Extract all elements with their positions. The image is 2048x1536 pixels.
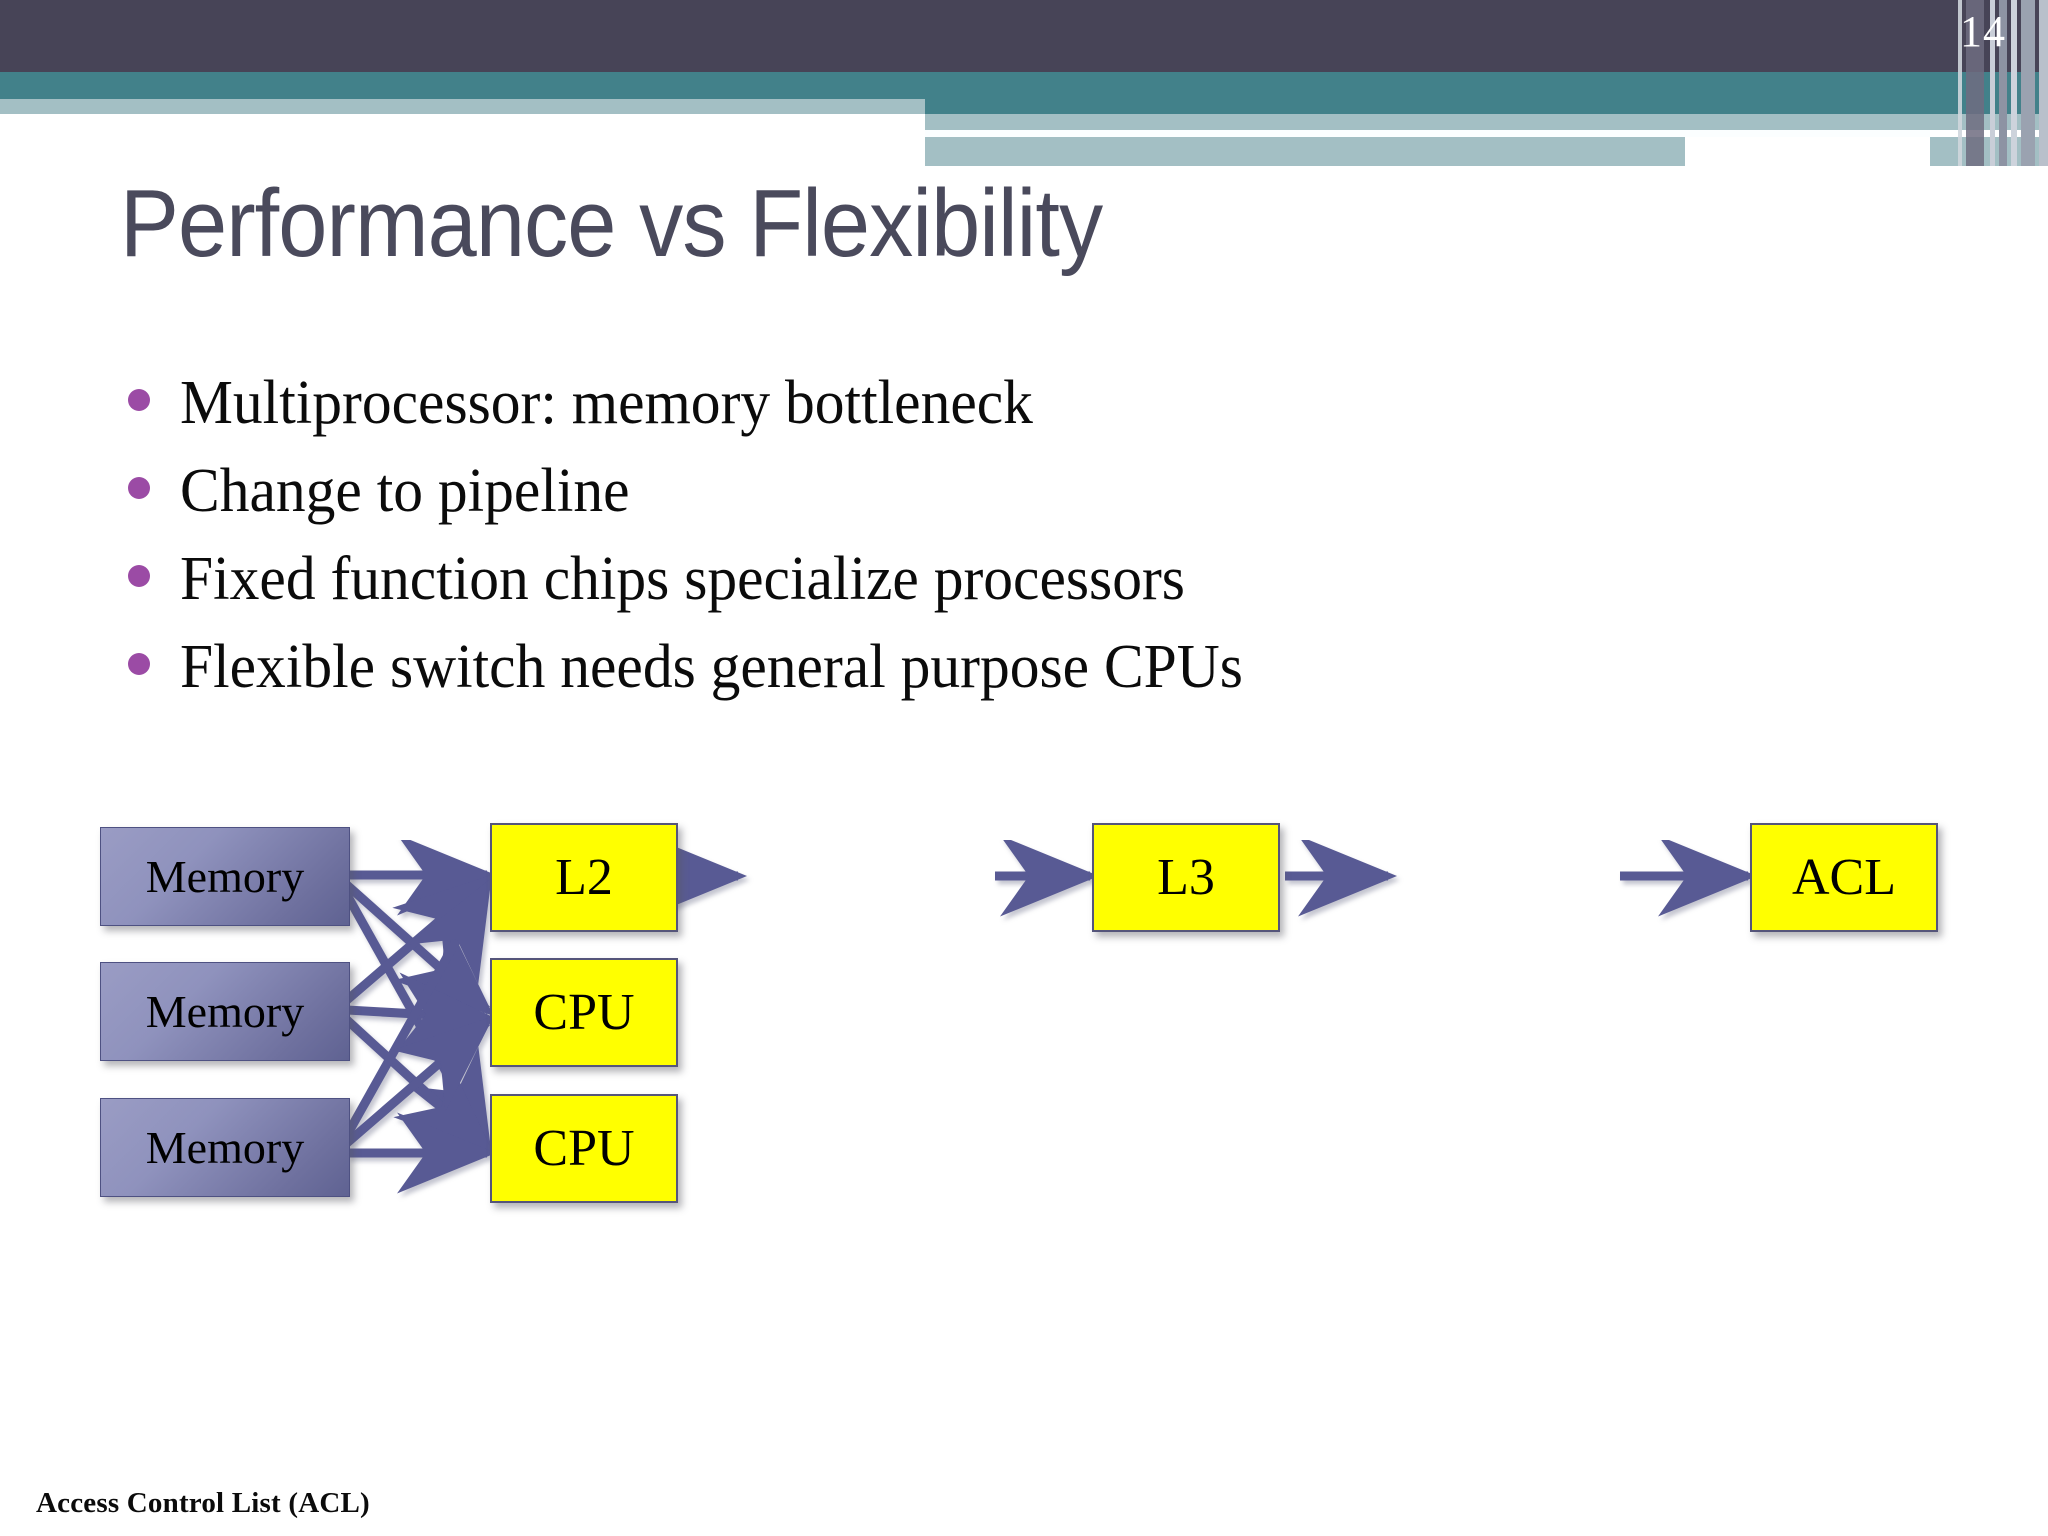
- header-vertical-stripe-4: [1999, 0, 2007, 166]
- memory-node-3[interactable]: Memory: [100, 1098, 350, 1197]
- l2-node[interactable]: L2: [490, 823, 678, 932]
- bullet-marker-icon: [128, 477, 150, 499]
- bullet-text: Change to pipeline: [180, 457, 630, 525]
- header-vertical-stripe-5: [2011, 0, 2017, 166]
- memory-node-label: Memory: [145, 986, 305, 1037]
- header-white-gap-line: [925, 130, 1930, 137]
- memory-node-1[interactable]: Memory: [100, 827, 350, 926]
- header-vertical-stripe-3: [1990, 0, 1995, 166]
- header-teal-band-right: [925, 99, 2048, 114]
- memory-node-label: Memory: [145, 1122, 305, 1173]
- cpu-node-label: CPU: [533, 984, 635, 1041]
- cpu-node-label: CPU: [533, 1120, 635, 1177]
- header-pale-band-right-lower: [925, 137, 1685, 166]
- header-vertical-stripe-1: [1958, 0, 1962, 166]
- header-pale-band-left: [0, 99, 925, 114]
- cpu-node-1[interactable]: CPU: [490, 958, 678, 1067]
- memory-node-label: Memory: [145, 851, 305, 902]
- architecture-diagram: Memory Memory Memory L2 CPU CPU L3 ACL: [0, 823, 2048, 1400]
- l3-node-label: L3: [1157, 849, 1215, 906]
- list-item: Change to pipeline: [128, 456, 1828, 526]
- list-item: Multiprocessor: memory bottleneck: [128, 368, 1828, 438]
- arrow-mem3-l2: [343, 878, 492, 1138]
- bullet-marker-icon: [128, 565, 150, 587]
- footer-note: Access Control List (ACL): [36, 1487, 370, 1519]
- l3-node[interactable]: L3: [1092, 823, 1280, 932]
- acl-node[interactable]: ACL: [1750, 823, 1938, 932]
- arrow-mem3-cpu1: [344, 1016, 494, 1147]
- cpu-node-2[interactable]: CPU: [490, 1094, 678, 1203]
- page-number: 14: [1960, 7, 2006, 56]
- list-item: Flexible switch needs general purpose CP…: [128, 632, 1828, 702]
- header-vertical-stripe-6: [2021, 0, 2035, 166]
- bullet-text: Multiprocessor: memory bottleneck: [180, 369, 1033, 437]
- bullet-marker-icon: [128, 653, 150, 675]
- list-item: Fixed function chips specialize processo…: [128, 544, 1828, 614]
- bullet-marker-icon: [128, 389, 150, 411]
- bullet-text: Flexible switch needs general purpose CP…: [180, 633, 1243, 701]
- header-vertical-stripe-7: [2039, 0, 2048, 166]
- bullet-list: Multiprocessor: memory bottleneck Change…: [128, 368, 1828, 720]
- l2-node-label: L2: [555, 849, 613, 906]
- header-teal-band: [0, 72, 2048, 99]
- header-pale-band-right-upper: [925, 114, 2048, 130]
- acl-node-label: ACL: [1792, 849, 1896, 906]
- page-title: Performance vs Flexibility: [120, 170, 1103, 277]
- memory-node-2[interactable]: Memory: [100, 962, 350, 1061]
- diagram-arrows: [343, 840, 1757, 1194]
- header-vertical-stripe-2: [1966, 0, 1984, 166]
- header-bar: [0, 0, 2048, 72]
- bullet-text: Fixed function chips specialize processo…: [180, 545, 1185, 613]
